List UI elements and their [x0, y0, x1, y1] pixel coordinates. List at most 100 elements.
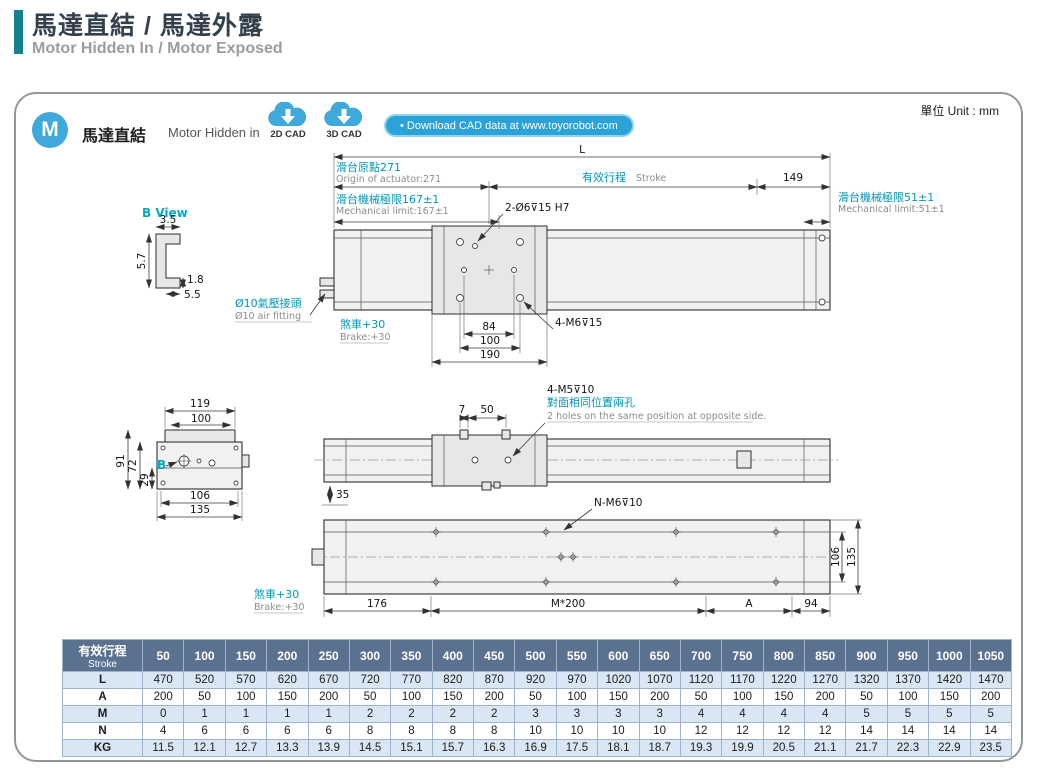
spec-cell: 5 [969, 705, 1012, 723]
spec-cell: 10 [514, 722, 557, 740]
stroke-col-850: 850 [803, 639, 847, 672]
spec-cell: 2 [472, 705, 516, 723]
spec-cell: 12 [679, 722, 723, 740]
hole-spec-carriage-label: 4-M6⊽15 [555, 317, 602, 329]
b-view-detail: B View 3.5 5.7 1.8 5.5 [136, 206, 204, 301]
spec-cell: 470 [141, 671, 185, 689]
spec-cell: 870 [472, 671, 516, 689]
spec-cell: 970 [555, 671, 599, 689]
b-arrow-label: B [157, 458, 166, 472]
air-fitting-label-en: Ø10 air fitting [235, 311, 301, 322]
spec-cell: 50 [845, 688, 888, 706]
series-badge: M [32, 112, 68, 148]
spec-cell: 21.1 [803, 739, 847, 757]
spec-cell: 10 [638, 722, 681, 740]
cad-3d-download-button[interactable]: 3D CAD [322, 102, 366, 140]
spec-cell: 6 [266, 722, 309, 740]
spec-cell: 12 [762, 722, 806, 740]
spec-cell: 200 [141, 688, 185, 706]
row-label-L: L [62, 671, 143, 689]
spec-cell: 2 [348, 705, 392, 723]
spec-cell: 15.7 [431, 739, 475, 757]
spec-cell: 12.1 [183, 739, 226, 757]
spec-cell: 5 [886, 705, 930, 723]
spec-cell: 14 [886, 722, 930, 740]
spec-cell: 20.5 [762, 739, 806, 757]
spec-cell: 8 [348, 722, 392, 740]
spec-cell: 1 [183, 705, 226, 723]
mech-limit-left-zh: 滑台機械極限167±1 [336, 192, 439, 206]
spec-cell: 12 [803, 722, 847, 740]
b-view-title: B View [142, 206, 188, 220]
spec-cell: 19.3 [679, 739, 723, 757]
dim-119-label: 119 [190, 398, 210, 410]
brake-label2-en: Brake:+30 [254, 602, 305, 613]
dim-149-label: 149 [783, 172, 803, 184]
stroke-col-950: 950 [886, 639, 930, 672]
spec-cell: 820 [431, 671, 475, 689]
spec-cell: 8 [390, 722, 433, 740]
spec-cell: 2 [431, 705, 475, 723]
spec-cell: 50 [514, 688, 557, 706]
technical-drawing: L 滑台原點271 Origin of actuator:271 有效行程 St… [115, 144, 945, 617]
spec-cell: 4 [141, 722, 185, 740]
dim-135-label: 135 [190, 504, 210, 516]
brake-label2-zh: 煞車+30 [254, 587, 299, 601]
spec-cell: 18.1 [597, 739, 640, 757]
spec-cell: 720 [348, 671, 392, 689]
spec-cell: 570 [224, 671, 268, 689]
side-view-2: 7 50 4-M5⊽10 對面相同位置兩孔 2 holes on the sam… [314, 384, 838, 506]
spec-cell: 1070 [638, 671, 681, 689]
spec-cell: 200 [969, 688, 1012, 706]
dim-29-label: 29 [139, 473, 151, 486]
row-label-A: A [62, 688, 143, 706]
spec-cell: 0 [141, 705, 185, 723]
spec-cell: 150 [762, 688, 806, 706]
row-label-M: M [62, 705, 143, 723]
download-cad-link[interactable]: • Download CAD data at www.toyorobot.com [384, 114, 634, 137]
spec-cell: 1120 [679, 671, 723, 689]
spec-cell: 50 [348, 688, 392, 706]
spec-cell: 50 [183, 688, 226, 706]
hole-spec-side-label: 4-M5⊽10 [547, 384, 594, 396]
dim-tv106-label: 106 [830, 547, 842, 567]
spec-cell: 4 [762, 705, 806, 723]
spec-cell: 22.9 [928, 739, 971, 757]
stroke-label-zh: 有效行程 [582, 170, 626, 184]
spec-cell: 6 [307, 722, 350, 740]
dim-5.5-label: 5.5 [184, 289, 201, 301]
spec-cell: 3 [638, 705, 681, 723]
brake-label-en: Brake:+30 [340, 332, 391, 343]
spec-cell: 3 [597, 705, 640, 723]
spec-cell: 23.5 [969, 739, 1012, 757]
stroke-col-750: 750 [721, 639, 764, 672]
section-heading-en: Motor Hidden in [168, 125, 260, 140]
spec-cell: 14 [845, 722, 888, 740]
spec-cell: 520 [183, 671, 226, 689]
cad-2d-download-button[interactable]: 2D CAD [266, 102, 310, 140]
spec-cell: 620 [266, 671, 309, 689]
cad-3d-label: 3D CAD [326, 129, 362, 140]
origin-label-zh: 滑台原點271 [336, 160, 401, 174]
spec-cell: 1270 [803, 671, 847, 689]
spec-cell: 150 [597, 688, 640, 706]
spec-cell: 14.5 [348, 739, 392, 757]
spec-cell: 150 [266, 688, 309, 706]
dim-5.7-label: 5.7 [136, 253, 148, 270]
dim-100-label: 100 [480, 335, 500, 347]
spec-cell: 4 [721, 705, 764, 723]
dim-176-label: 176 [367, 598, 387, 610]
stroke-col-50: 50 [141, 639, 185, 672]
section-heading-zh: 馬達直結 [82, 128, 147, 145]
dim-A-label: A [745, 598, 753, 610]
spec-cell: 8 [472, 722, 516, 740]
dim-91-label: 91 [115, 454, 127, 467]
spec-cell: 100 [224, 688, 268, 706]
stroke-col-100: 100 [183, 639, 226, 672]
title-accent-bar [14, 10, 23, 54]
stroke-col-150: 150 [224, 639, 268, 672]
spec-cell: 150 [928, 688, 971, 706]
